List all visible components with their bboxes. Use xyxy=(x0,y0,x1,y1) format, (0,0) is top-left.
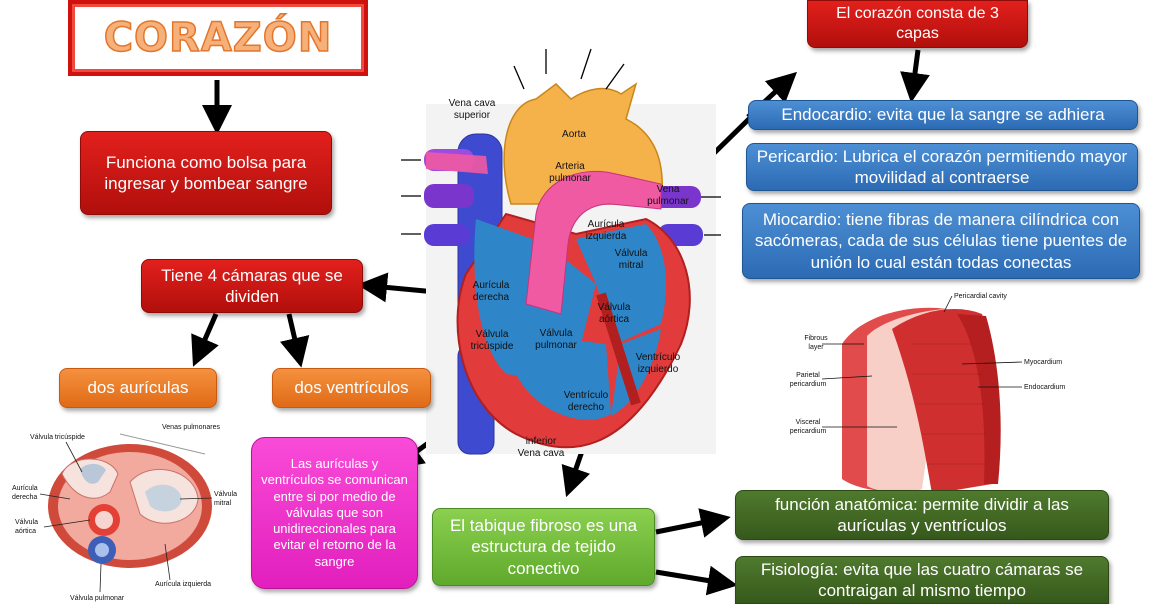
label-auricula-derecha-2: derecha xyxy=(473,292,510,303)
label-valvula-aortica-1: Válvula xyxy=(598,302,631,313)
title-box: CORAZÓN xyxy=(68,0,368,76)
valve-label-auricula-derecha-2: derecha xyxy=(12,494,37,501)
label-vena-cava-superior-2: superior xyxy=(454,110,491,121)
valve-label-auricula-izquierda: Aurícula izquierda xyxy=(155,581,211,588)
box-ventriculos: dos ventrículos xyxy=(272,368,431,408)
pulmonary-artery-shape xyxy=(525,170,662,315)
layer-label-parietal-2: pericardium xyxy=(790,381,827,388)
valve-label-mitral-1: Válvula xyxy=(214,491,237,498)
valves-diagram: Válvula tricúspide Venas pulmonares Aurí… xyxy=(0,414,250,604)
box-anatomica: función anatómica: permite dividir a las… xyxy=(735,490,1109,540)
arrow-camaras-ventriculos xyxy=(280,313,310,368)
box-funciona-text: Funciona como bolsa para ingresar y bomb… xyxy=(104,152,308,193)
box-camaras: Tiene 4 cámaras que se dividen xyxy=(141,259,363,313)
heart-layers-diagram: Pericardial cavity Fibrous layer Parietal… xyxy=(772,284,1072,504)
layer-label-pericardial-cavity: Pericardial cavity xyxy=(954,293,1007,300)
label-valvula-mitral-2: mitral xyxy=(619,260,643,271)
box-tabique-text: El tabique fibroso es una estructura de … xyxy=(449,516,638,578)
label-ventriculo-izquierdo-2: izquierdo xyxy=(638,364,679,375)
arrow-camaras-auriculas xyxy=(191,313,219,367)
valve-label-aortica-2: aórtica xyxy=(15,528,36,535)
arrow-tabique-fisiologia xyxy=(655,565,738,596)
label-vena-cava-inferior-2: inferior xyxy=(526,436,557,447)
valve-label-venas-pulmonares: Venas pulmonares xyxy=(162,424,220,431)
label-auricula-izquierda-2: izquierda xyxy=(586,231,627,242)
valve-label-mitral-2: mitral xyxy=(214,500,232,507)
box-anatomica-text: función anatómica: permite dividir a las… xyxy=(775,494,1069,535)
label-vena-cava-inferior-1: Vena cava xyxy=(518,448,565,459)
label-ventriculo-derecho-1: Ventrículo xyxy=(564,390,609,401)
box-capas-text: El corazón consta de 3 capas xyxy=(836,5,999,42)
box-capas: El corazón consta de 3 capas xyxy=(807,0,1028,48)
box-tabique: El tabique fibroso es una estructura de … xyxy=(432,508,655,586)
label-ventriculo-izquierdo-1: Ventrículo xyxy=(636,352,681,363)
label-auricula-izquierda-1: Aurícula xyxy=(588,219,625,230)
label-valvula-tricuspide-2: tricúspide xyxy=(471,341,514,352)
label-arteria-pulmonar-2: pulmonar xyxy=(549,173,591,184)
valve-label-tricuspide: Válvula tricúspide xyxy=(30,434,85,441)
label-valvula-pulmonar-1: Válvula xyxy=(540,328,573,339)
layer-label-visceral-2: pericardium xyxy=(790,428,827,435)
label-ventriculo-derecho-2: derecho xyxy=(568,402,605,413)
box-miocardio-text: Miocardio: tiene fibras de manera cilínd… xyxy=(754,210,1128,272)
box-valvulas: Las aurículas y ventrículos se comunican… xyxy=(251,437,418,589)
valve-label-aortica-1: Válvula xyxy=(15,519,38,526)
label-valvula-pulmonar-2: pulmonar xyxy=(535,340,577,351)
label-arteria-pulmonar-1: Arteria xyxy=(555,161,585,172)
layer-label-fibrous-2: layer xyxy=(808,344,824,351)
label-vena-pulmonar-2: pulmonar xyxy=(647,196,689,207)
layer-label-fibrous-1: Fibrous xyxy=(804,335,828,342)
box-endocardio-text: Endocardio: evita que la sangre se adhie… xyxy=(781,105,1105,125)
label-vena-cava-superior-1: Vena cava xyxy=(449,98,496,109)
valve-label-auricula-derecha-1: Aurícula xyxy=(12,485,38,492)
arrow-capas-endocardio xyxy=(900,49,930,103)
layer-label-parietal-1: Parietal xyxy=(796,372,820,379)
layer-label-visceral-1: Visceral xyxy=(796,419,821,426)
label-auricula-derecha-1: Aurícula xyxy=(473,280,510,291)
label-aorta: Aorta xyxy=(562,129,586,140)
box-auriculas-text: dos aurículas xyxy=(87,378,189,398)
valve-label-pulmonar: Válvula pulmonar xyxy=(70,595,125,602)
layer-label-myocardium: Myocardium xyxy=(1024,359,1062,366)
box-pericardio-text: Pericardio: Lubrica el corazón permitien… xyxy=(756,146,1128,187)
label-valvula-mitral-1: Válvula xyxy=(615,248,648,259)
svg-text:Vena cavainferior: Vena cavainferior xyxy=(518,436,565,459)
box-auriculas: dos aurículas xyxy=(59,368,217,408)
box-valvulas-text: Las aurículas y ventrículos se comunican… xyxy=(261,456,408,569)
page-title: CORAZÓN xyxy=(103,14,333,62)
box-endocardio: Endocardio: evita que la sangre se adhie… xyxy=(748,100,1138,130)
layer-label-endocardium: Endocardium xyxy=(1024,384,1065,391)
arrow-tabique-anatomica xyxy=(655,508,731,538)
box-ventriculos-text: dos ventrículos xyxy=(294,378,409,398)
box-camaras-text: Tiene 4 cámaras que se dividen xyxy=(161,265,343,306)
box-pericardio: Pericardio: Lubrica el corazón permitien… xyxy=(746,143,1138,191)
box-fisiologia-text: Fisiología: evita que las cuatro cámaras… xyxy=(760,559,1084,600)
label-valvula-tricuspide-1: Válvula xyxy=(476,329,509,340)
box-funciona: Funciona como bolsa para ingresar y bomb… xyxy=(80,131,332,215)
box-fisiologia: Fisiología: evita que las cuatro cámaras… xyxy=(735,556,1109,604)
aorta-shape xyxy=(503,82,663,205)
label-vena-pulmonar-1: Vena xyxy=(657,184,680,195)
label-valvula-aortica-2: aórtica xyxy=(599,314,629,325)
box-miocardio: Miocardio: tiene fibras de manera cilínd… xyxy=(742,203,1140,279)
